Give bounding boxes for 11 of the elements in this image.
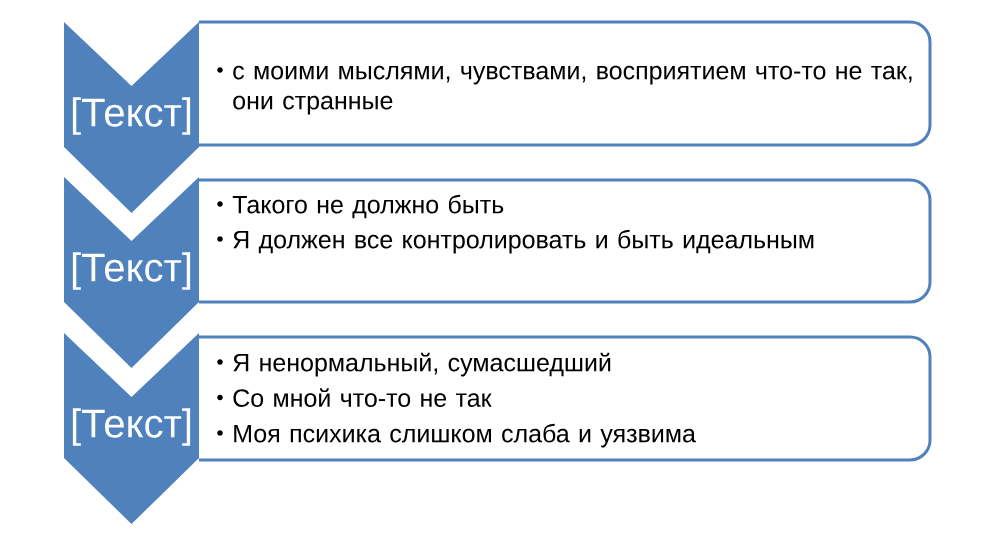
node-label: [Текст] (72, 252, 191, 290)
list-item: Я ненормальный, сумасшедший (233, 352, 611, 377)
list-item: Я должен все контролировать и быть идеальным (233, 229, 814, 254)
list-item: Моя психика слишком слаба и уязвима (234, 423, 696, 448)
step-block: [Текст] (64, 177, 199, 368)
list-item: с моими мыслями, чувствами, восприятием что-то не так, они странные (233, 65, 912, 115)
list-item: Такого не должно быть (232, 194, 504, 219)
step-block: [Текст] (64, 333, 199, 524)
node-label: [Текст] (72, 97, 191, 135)
list-item: Со мной что-то не так (233, 388, 492, 407)
step-block: [Текст] (64, 22, 199, 213)
